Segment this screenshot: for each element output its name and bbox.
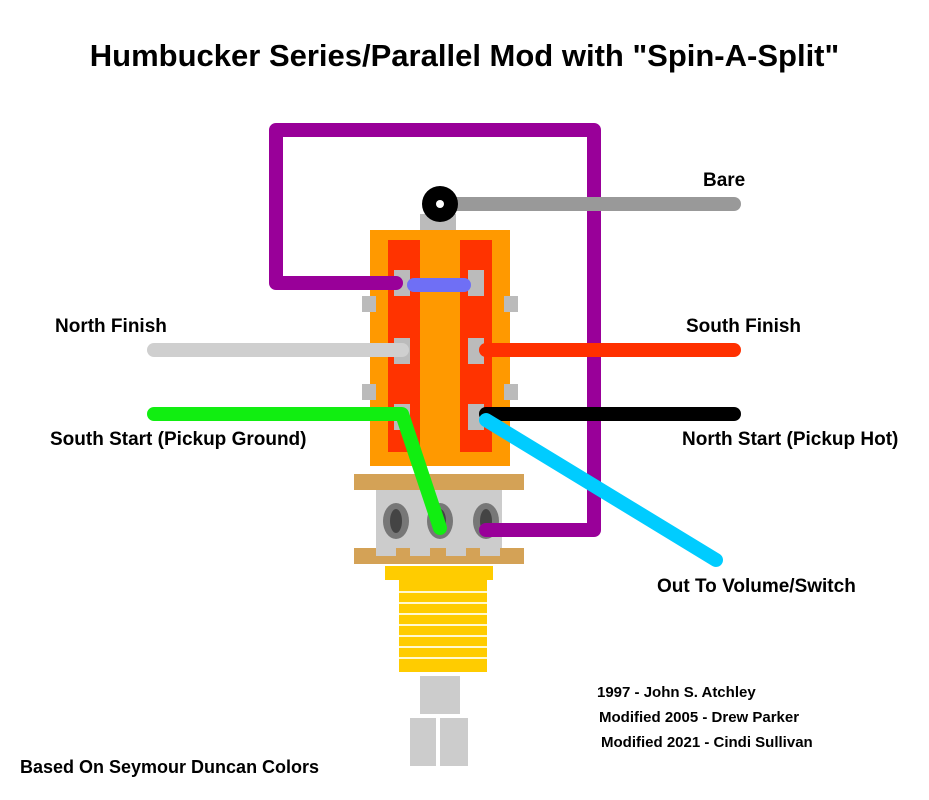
- switch-lug-mid-right: [468, 338, 484, 364]
- label-north-start: North Start (Pickup Hot): [682, 429, 899, 450]
- credit-line-2: Modified 2005 - Drew Parker: [599, 709, 800, 726]
- label-north-finish: North Finish: [55, 316, 167, 337]
- credit-line-1: 1997 - John S. Atchley: [597, 684, 756, 701]
- pot-shaft: [410, 676, 468, 766]
- footer-note: Based On Seymour Duncan Colors: [20, 757, 320, 777]
- switch-lug-top-right: [468, 270, 484, 296]
- ground-point: [422, 186, 458, 222]
- label-south-start: South Start (Pickup Ground): [50, 429, 307, 450]
- pot-bushing: [385, 566, 493, 672]
- label-out-to-volume: Out To Volume/Switch: [657, 576, 856, 597]
- jumper-loop-wire: [269, 123, 601, 537]
- credit-line-3: Modified 2021 - Cindi Sullivan: [601, 734, 813, 751]
- south-start-wire: [147, 407, 447, 535]
- diagram-title: Humbucker Series/Parallel Mod with "Spin…: [89, 38, 840, 73]
- label-south-finish: South Finish: [686, 316, 802, 337]
- label-bare: Bare: [703, 170, 746, 191]
- out-to-volume-wire: [479, 413, 723, 567]
